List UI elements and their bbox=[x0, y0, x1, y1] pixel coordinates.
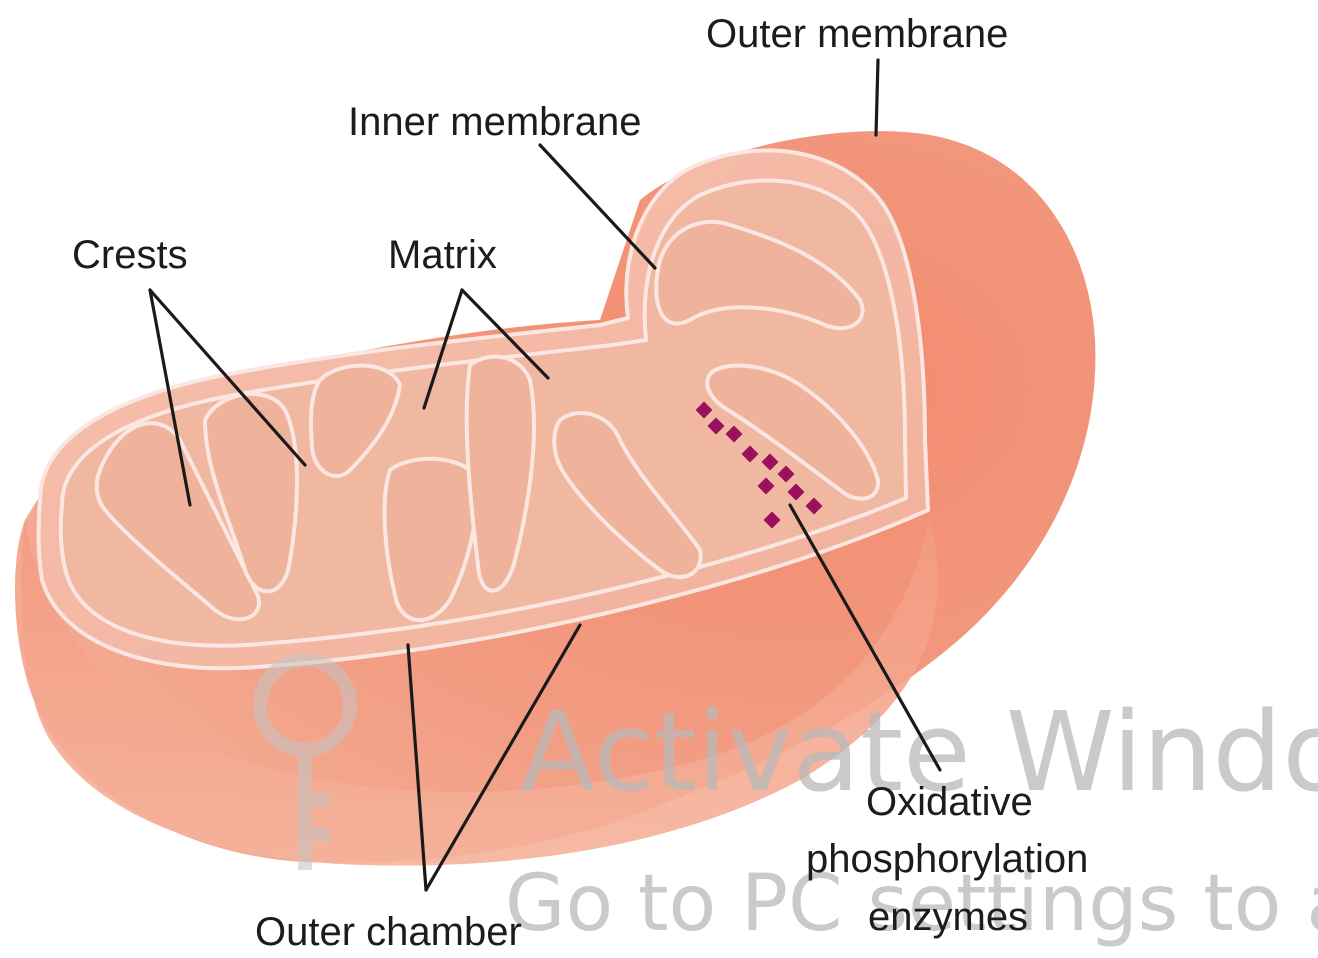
label-oxphos-line-3: enzymes bbox=[868, 895, 1028, 939]
label-crests: Crests bbox=[72, 233, 188, 277]
label-oxphos-line-1: Oxidative bbox=[866, 780, 1033, 824]
label-outer-membrane: Outer membrane bbox=[706, 12, 1008, 56]
label-matrix: Matrix bbox=[388, 233, 497, 277]
leader-inner-membrane bbox=[540, 145, 655, 268]
leader-outer-membrane bbox=[876, 60, 878, 135]
label-outer-chamber: Outer chamber bbox=[255, 910, 522, 953]
label-inner-membrane: Inner membrane bbox=[348, 100, 641, 144]
label-oxphos-line-2: phosphorylation bbox=[806, 837, 1088, 881]
